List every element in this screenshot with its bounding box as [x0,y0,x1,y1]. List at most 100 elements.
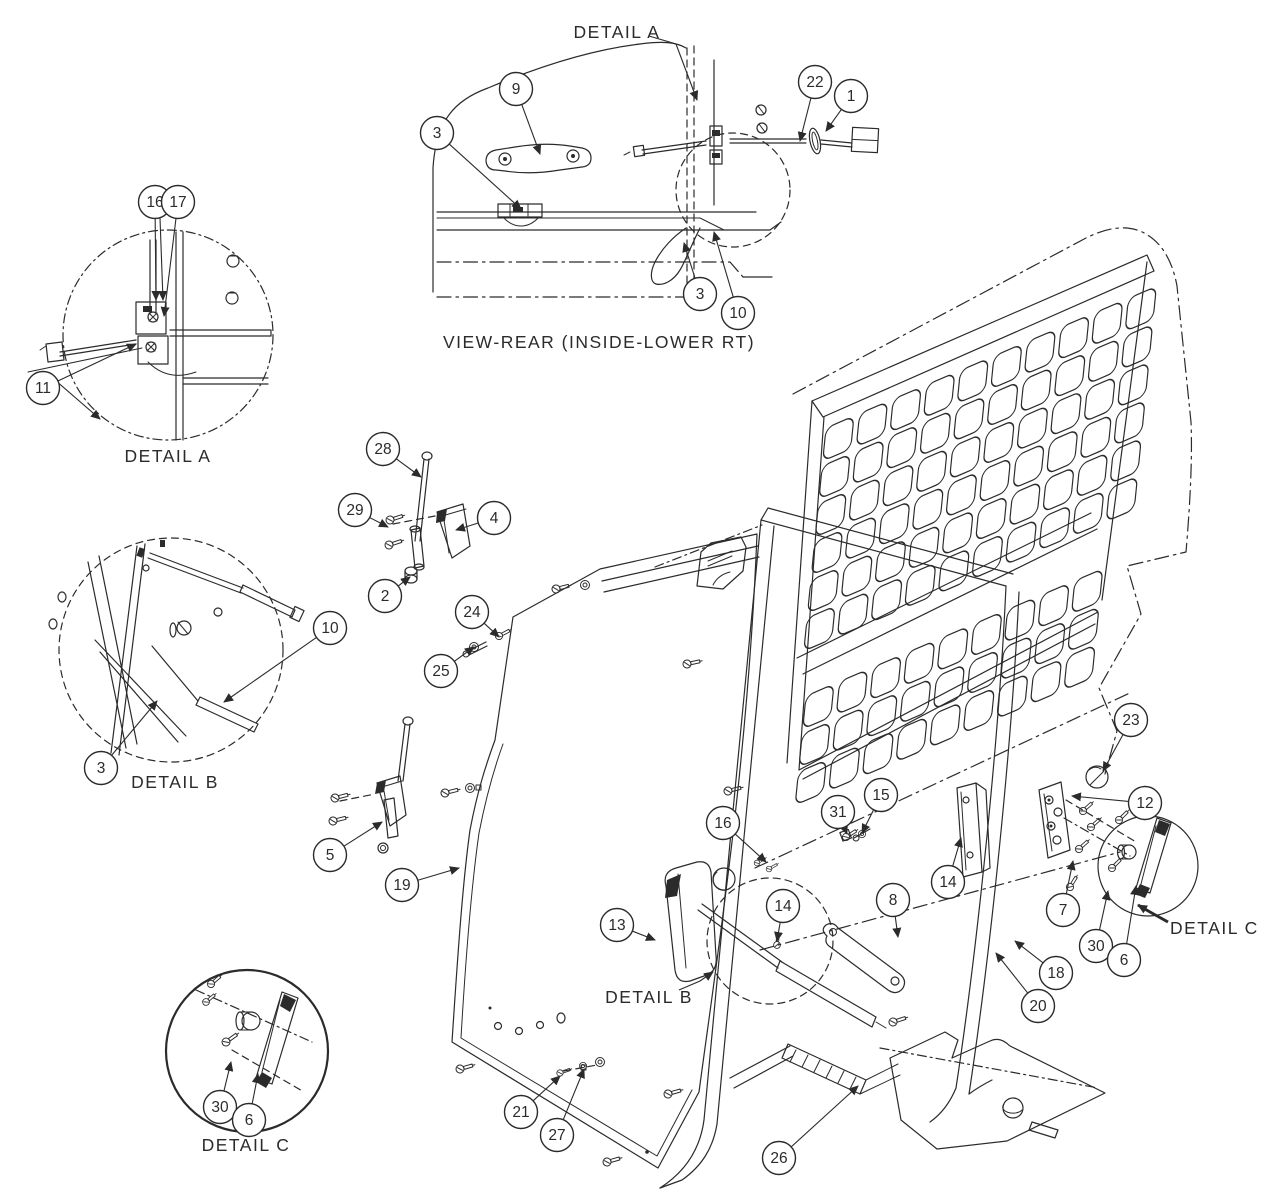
callout-number: 5 [326,847,335,864]
screw-icon [888,1016,909,1027]
callout-number: 8 [889,892,898,909]
callout-number: 16 [146,194,163,211]
screw-icon [328,815,349,826]
callout-number: 31 [829,804,846,821]
label-view-rear-caption: VIEW-REAR (INSIDE-LOWER RT) [443,332,755,352]
callout-number: 10 [729,305,747,322]
callout-number: 6 [1120,952,1129,969]
screw-icon [682,659,703,669]
washer-icon [580,580,590,590]
callout-number: 27 [548,1127,565,1144]
callout-15: 15 [861,777,899,834]
callout-number: 4 [490,510,499,527]
screw-icon [202,993,217,1006]
screw-icon [551,583,572,594]
callout-8: 8 [875,882,911,938]
callout-number: 19 [393,877,410,894]
callout-18: 18 [1014,940,1074,991]
callout-number: 21 [512,1104,529,1121]
callout-number: 30 [211,1099,229,1116]
detail-b-reference-circle [706,877,834,1005]
callout-6: 6 [1106,885,1142,978]
callout-number: 22 [806,74,823,91]
door-frame [659,507,1020,1189]
callout-number: 1 [847,88,856,105]
callout-6: 6 [231,1073,267,1138]
callout-number: 18 [1047,965,1064,982]
callout-27: 27 [539,1068,585,1153]
screw-icon [663,1088,684,1099]
labels-layer: DETAIL A VIEW-REAR (INSIDE-LOWER RT) DETAI… [125,22,1258,1155]
screw-icon [330,792,351,803]
label-detail-b-caption: DETAIL B [131,772,219,792]
callout-number: 20 [1029,998,1047,1015]
screw-icon [221,1032,240,1047]
view-rear-inset [432,41,880,298]
callout-number: 2 [381,588,390,605]
right-detail-c-view [1097,815,1199,917]
pointer-leaders [54,35,1169,991]
callout-5: 5 [312,821,383,873]
callout-30: 30 [202,1061,238,1125]
detail-a-view [27,229,274,441]
callout-3: 3 [83,700,158,786]
callout-number: 14 [939,874,957,891]
callout-number: 30 [1087,938,1105,955]
screw-icon [1074,839,1090,854]
callout-2: 2 [367,576,411,614]
label-detail-b-pointer: DETAIL B [605,987,693,1007]
callout-16: 16 [705,805,767,863]
callout-number: 9 [512,81,521,98]
callout-number: 26 [770,1150,787,1167]
label-detail-a-caption: DETAIL A [125,446,212,466]
detail-b-view [48,537,305,763]
callout-25: 25 [423,646,475,689]
fasteners-layer [202,514,1130,1167]
callout-30: 30 [1078,890,1114,964]
callout-number: 23 [1122,712,1139,729]
callout-12: 12 [1071,785,1163,821]
callout-10: 10 [223,610,348,703]
callout-number: 29 [346,502,363,519]
callout-number: 14 [774,898,792,915]
callout-number: 16 [714,815,731,832]
detail-c-left-view [164,968,330,1134]
callout-4: 4 [455,500,512,536]
screw-icon [455,1063,476,1074]
mesh-grid-lower [795,570,1103,803]
screw-icon [1086,817,1102,832]
callout-number: 6 [245,1112,254,1129]
foot-plate [879,1031,1106,1150]
gas-strut [697,903,887,1029]
label-detail-c-caption: DETAIL C [202,1135,291,1155]
callout-9: 9 [498,71,542,155]
washer-icon [595,1057,605,1067]
callout-number: 10 [321,620,339,637]
callout-number: 25 [432,663,449,680]
screw-icon [723,785,744,796]
screw-icon [1065,874,1078,892]
callout-26: 26 [761,1085,859,1176]
callout-number: 12 [1136,795,1153,812]
callout-3: 3 [419,115,522,210]
callout-number: 13 [608,917,625,934]
callout-number: 15 [872,787,889,804]
callout-22: 22 [797,64,833,142]
callout-19: 19 [384,866,460,903]
callout-11: 11 [25,343,137,406]
callout-29: 29 [337,492,389,528]
screw-icon [556,1067,573,1077]
callout-number: 7 [1059,902,1068,919]
callout-number: 11 [35,380,51,397]
callout-21: 21 [503,1075,561,1130]
callout-31: 31 [820,794,856,835]
callout-17: 17 [160,184,196,317]
screw-icon [206,974,223,989]
door-handle [664,861,736,983]
callout-number: 3 [97,760,106,777]
small-parts-clusters [339,451,871,854]
hinge-plate [1038,765,1137,859]
screw-icon [1078,801,1094,816]
